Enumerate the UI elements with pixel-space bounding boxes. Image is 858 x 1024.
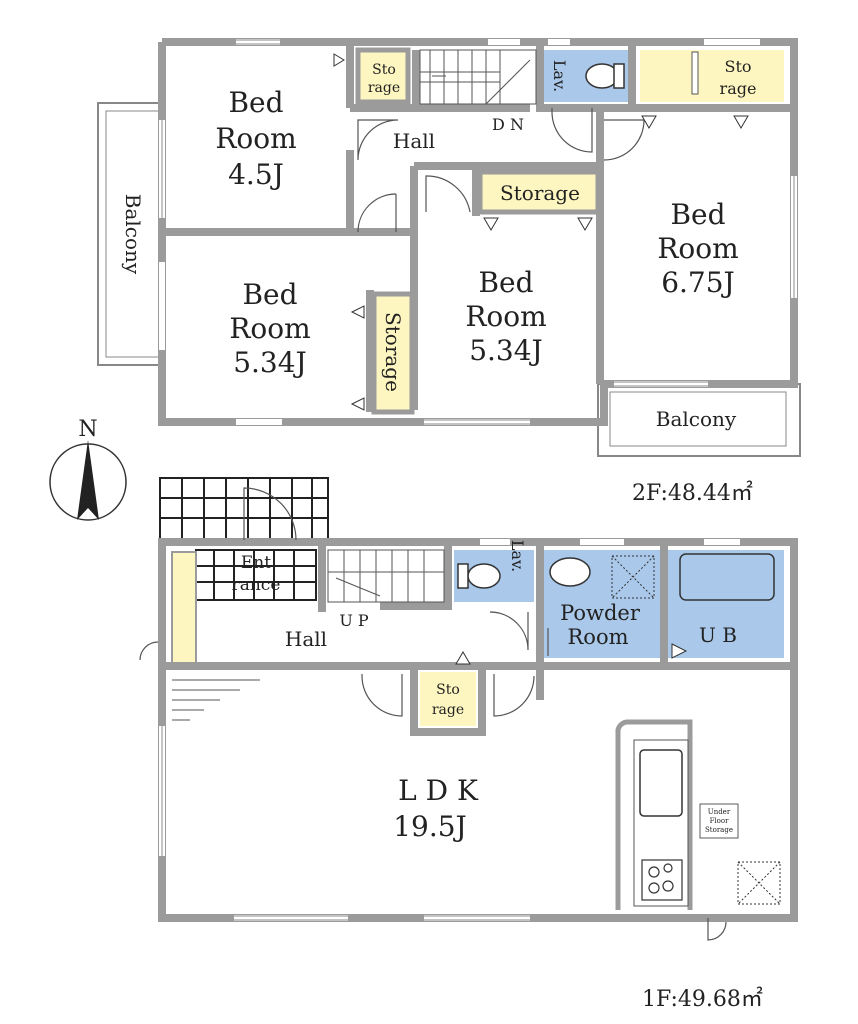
underfloor-note: Under Floor Storage — [699, 803, 739, 839]
entrance-label-line2: rance — [232, 575, 281, 595]
storage-d-fill — [376, 296, 410, 410]
lav-1f-label: Lav. — [508, 540, 527, 572]
bed1-label-line3: 4.5J — [228, 158, 284, 191]
balcony-right-label: Balcony — [656, 407, 737, 431]
second-floor — [97, 38, 801, 457]
storage-b-fill — [640, 50, 784, 102]
bathtub-icon — [679, 553, 775, 601]
underfloor-storage-icon — [737, 861, 781, 905]
entrance-label-line1: Ent — [241, 553, 271, 573]
ldk-label-line2: 19.5J — [393, 810, 467, 843]
storage-c-label: Storage — [500, 181, 580, 205]
storage-b-label-line1: Sto — [724, 57, 751, 76]
stairs-1f-label: U P — [339, 611, 369, 630]
hall-1f-label: Hall — [285, 627, 327, 651]
bed4-label-line3: 6.75J — [661, 266, 735, 299]
north-arrow-icon — [77, 440, 99, 520]
storage-a-label-line2: rage — [368, 80, 400, 96]
bed3-label-line2: Room — [465, 300, 546, 333]
ldk-label-line1: L D K — [398, 774, 479, 807]
bed1-label-line2: Room — [215, 122, 296, 155]
area-1f: 1F:49.68㎡ — [642, 986, 763, 1012]
entrance-grid — [195, 549, 317, 601]
storage-1f-fill — [420, 672, 476, 726]
bed4-label-line2: Room — [657, 232, 738, 265]
bed3-label-line3: 5.34J — [469, 334, 543, 367]
storage-a-fill — [360, 52, 408, 100]
bed1-label-line1: Bed — [228, 86, 283, 119]
compass: N — [49, 417, 127, 521]
storage-c-fill — [482, 174, 596, 210]
bed3-label-line1: Bed — [478, 266, 533, 299]
underfloor-label-line3: Storage — [705, 826, 733, 834]
bed2-label-line1: Bed — [242, 278, 297, 311]
stairs-1f — [327, 549, 445, 603]
stairs-2f-label: D N — [492, 115, 524, 134]
underfloor-label-line1: Under — [708, 808, 731, 816]
toilet-2f-icon — [585, 63, 625, 89]
hall-2f-label: Hall — [393, 129, 435, 153]
bed2-label-line2: Room — [229, 312, 310, 345]
storage-b-label-line2: rage — [720, 79, 757, 98]
compass-label: N — [78, 417, 97, 442]
powder-room-label-line2: Room — [567, 625, 628, 649]
toilet-1f-icon — [457, 563, 501, 589]
ub-label: U B — [699, 623, 737, 647]
powder-room-label-line1: Powder — [560, 601, 641, 625]
wash-basin-icon — [549, 557, 591, 587]
balcony-left-label: Balcony — [121, 194, 145, 275]
stairs-2f — [419, 49, 537, 105]
sink-icon — [639, 749, 683, 817]
underfloor-label-line2: Floor — [710, 817, 730, 825]
area-2f: 2F:48.44㎡ — [632, 480, 753, 506]
shoe-storage-fill — [171, 551, 197, 665]
first-floor — [139, 477, 798, 941]
storage-d-label: Storage — [381, 312, 405, 392]
lav-2f-label: Lav. — [550, 60, 569, 92]
stove-icon — [641, 859, 683, 901]
bed2-label-line3: 5.34J — [233, 346, 307, 379]
bed4-label-line1: Bed — [670, 198, 725, 231]
storage-1f-label-line1: Sto — [436, 682, 460, 698]
storage-1f-label-line2: rage — [432, 702, 464, 718]
storage-a-label-line1: Sto — [372, 62, 396, 78]
